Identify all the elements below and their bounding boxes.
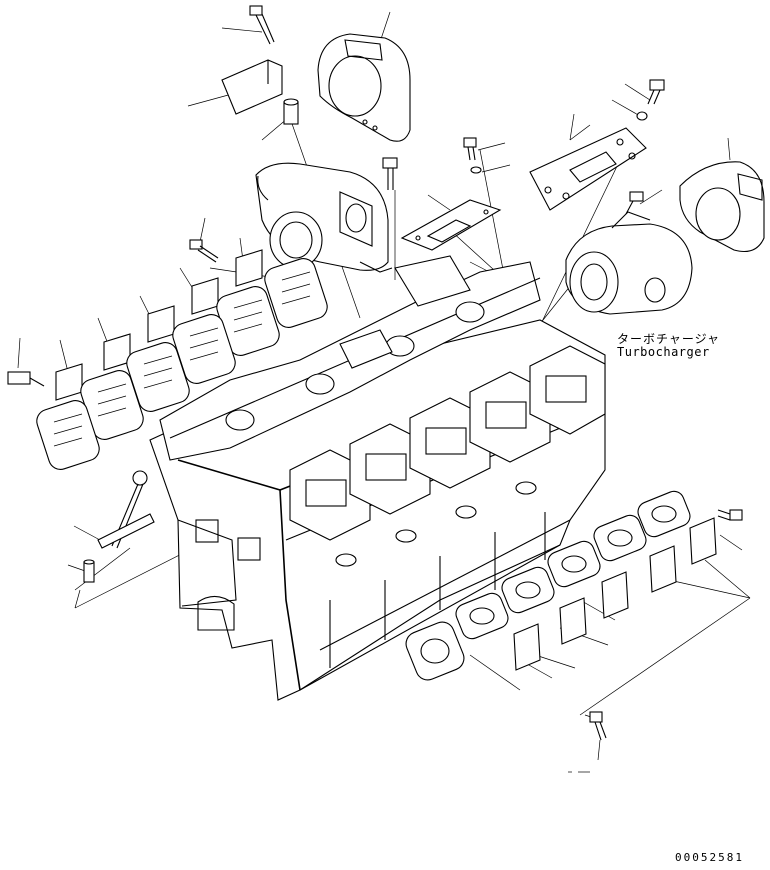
dowel-pin bbox=[83, 559, 95, 583]
cylinder-heads bbox=[289, 345, 606, 541]
turbocharger-label-japanese: ターボチャージャ bbox=[617, 332, 721, 346]
exhaust-manifold bbox=[159, 255, 541, 461]
spacer-sleeve bbox=[283, 98, 299, 125]
cover-plate-right bbox=[529, 127, 647, 211]
bolt-small bbox=[463, 137, 482, 174]
turbocharger-left bbox=[255, 162, 393, 273]
dipstick-guide bbox=[97, 470, 155, 549]
turbine-housing-cover-right bbox=[679, 161, 765, 253]
heat-insulator-row bbox=[36, 258, 328, 470]
side-cover-row bbox=[405, 490, 691, 681]
plug-fitting bbox=[7, 371, 45, 387]
turbocharger-right bbox=[565, 191, 693, 315]
turbine-housing-cover bbox=[317, 33, 411, 142]
top-bolt bbox=[249, 5, 275, 45]
document-number: 00052581 bbox=[675, 851, 744, 864]
flange-gasket bbox=[400, 199, 502, 251]
bolt-left-row bbox=[189, 239, 219, 263]
bolt-center bbox=[382, 157, 398, 190]
turbocharger-label-english: Turbocharger bbox=[617, 345, 710, 359]
bolt-side-right bbox=[717, 509, 743, 521]
side-cover-gasket-row bbox=[513, 517, 717, 671]
bolt-bottom bbox=[589, 711, 607, 741]
bolt-right-top bbox=[636, 79, 665, 121]
heat-shield-plate bbox=[221, 59, 283, 115]
